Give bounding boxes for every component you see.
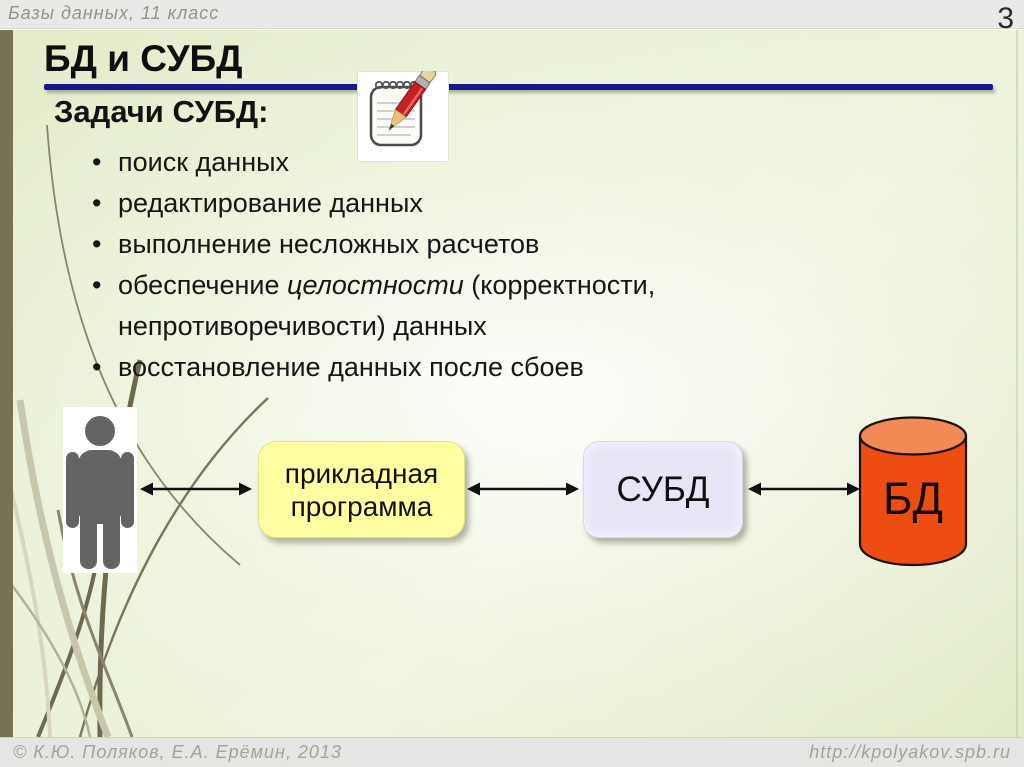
bullet-text: выполнение несложных расчетов xyxy=(118,229,540,259)
author-site-link[interactable]: http://kpolyakov.spb.ru xyxy=(809,742,1011,762)
list-item: • редактирование данных xyxy=(92,183,852,224)
bullet-text-segment: непротиворечивости) данных xyxy=(118,311,487,341)
list-item: • восстановление данных после сбоев xyxy=(92,347,852,388)
bidirectional-arrow xyxy=(467,482,579,496)
page-title: БД и СУБД xyxy=(44,38,243,79)
bidirectional-arrow xyxy=(140,482,252,496)
bullet-text: поиск данных xyxy=(118,147,290,177)
bidirectional-arrow xyxy=(748,482,860,496)
database-cylinder: БД xyxy=(857,415,969,567)
bullet-text-segment: обеспечение xyxy=(118,270,288,300)
bullet-text: обеспечение целостности (корректности, н… xyxy=(118,265,655,347)
slide-body: БД и СУБД xyxy=(0,30,1024,737)
bullet-marker: • xyxy=(92,270,102,300)
copyright-text: © К.Ю. Поляков, Е.А. Ерёмин, 2013 xyxy=(13,742,342,762)
notepad-pencil-icon xyxy=(357,71,449,162)
pencil-icon xyxy=(388,71,437,131)
bullet-marker: • xyxy=(92,188,102,218)
bullet-marker: • xyxy=(92,229,102,259)
bullet-marker: • xyxy=(92,352,102,382)
database-label: БД xyxy=(882,473,943,524)
person-icon xyxy=(63,407,137,573)
dbms-label: СУБД xyxy=(616,469,710,509)
bullet-text-segment: (корректности, xyxy=(463,270,656,300)
section-heading: Задачи СУБД: xyxy=(54,94,269,129)
bullet-text: редактирование данных xyxy=(118,188,423,218)
list-item: • поиск данных xyxy=(92,142,852,183)
course-label: Базы данных, 11 класс xyxy=(8,3,220,23)
dbms-box: СУБД xyxy=(583,441,743,538)
app-program-label: прикладная программа xyxy=(284,457,439,522)
slide-number: 3 xyxy=(997,2,1014,35)
list-item: • обеспечение целостности (корректности,… xyxy=(92,265,852,347)
footer-bar: © К.Ю. Поляков, Е.А. Ерёмин, 2013 http:/… xyxy=(0,737,1024,767)
title-underline xyxy=(44,84,993,90)
bullet-text: восстановление данных после сбоев xyxy=(118,352,584,382)
slide-right-edge xyxy=(1016,30,1018,737)
bullet-text-italic: целостности xyxy=(287,270,464,300)
bullet-list: • поиск данных • редактирование данных •… xyxy=(92,142,852,388)
bullet-marker: • xyxy=(92,147,102,177)
list-item: • выполнение несложных расчетов xyxy=(92,224,852,265)
app-program-box: прикладная программа xyxy=(258,441,465,538)
left-accent-bar xyxy=(0,30,13,737)
header-bar: Базы данных, 11 класс xyxy=(0,0,1024,29)
